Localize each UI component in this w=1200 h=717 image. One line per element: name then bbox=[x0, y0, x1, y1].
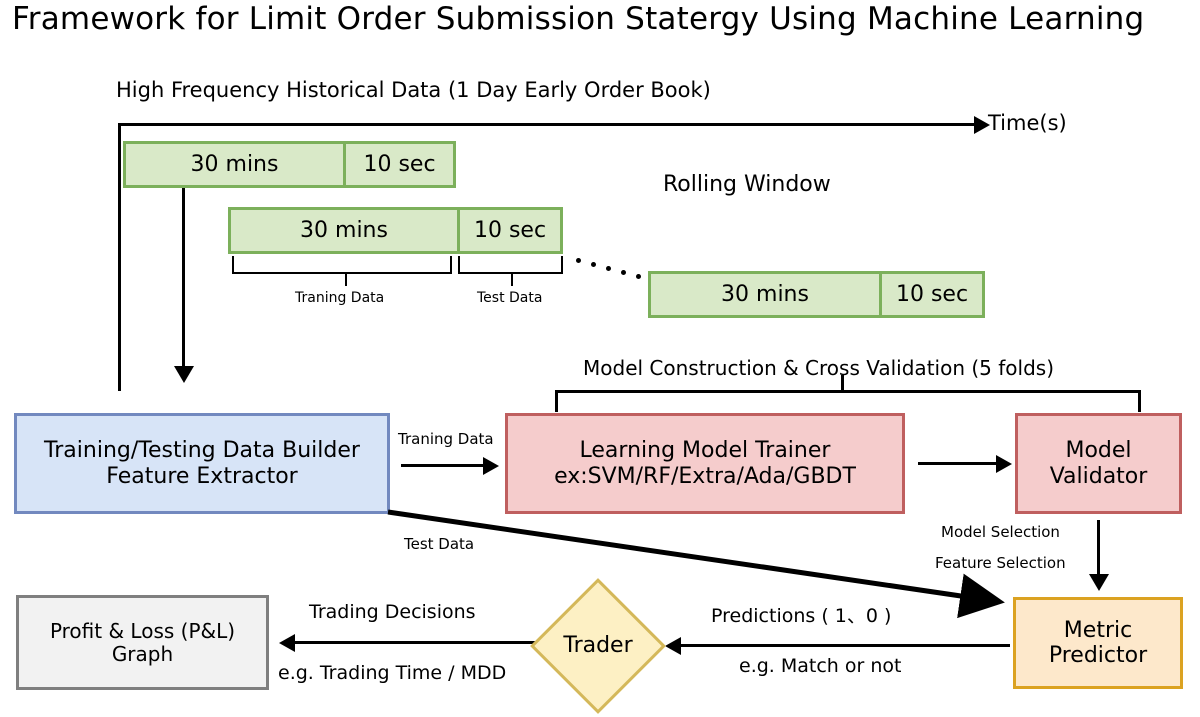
page-title: Framework for Limit Order Submission Sta… bbox=[12, 1, 1145, 37]
trainer-box-line-2: ex:SVM/RF/Extra/Ada/GBDT bbox=[554, 463, 856, 489]
cv-bracket-left-tick bbox=[555, 390, 558, 412]
builder-to-trainer-arrowhead bbox=[483, 457, 499, 475]
rolling-window-2: 30 mins 10 sec bbox=[228, 207, 563, 254]
test-data-diagonal-arrow bbox=[387, 509, 1005, 619]
time-axis-label: Time(s) bbox=[988, 111, 1067, 135]
validator-box-line-2: Validator bbox=[1049, 463, 1148, 489]
match-or-not-label: e.g. Match or not bbox=[739, 655, 902, 677]
training-testing-data-builder-box[interactable]: Training/Testing Data Builder Feature Ex… bbox=[14, 413, 390, 514]
metric-box-line-2: Predictor bbox=[1048, 643, 1148, 668]
validator-box-line-1: Model bbox=[1065, 438, 1132, 464]
window-2-test-cell: 10 sec bbox=[457, 210, 560, 251]
profit-loss-graph-box[interactable]: Profit & Loss (P&L) Graph bbox=[16, 595, 269, 690]
metric-to-trader-arrowhead bbox=[665, 637, 681, 655]
test-data-edge-label: Test Data bbox=[404, 535, 475, 553]
test-bracket-right-tick bbox=[561, 256, 563, 274]
trader-to-pl-line bbox=[295, 641, 540, 644]
window-1-train-cell: 30 mins bbox=[190, 152, 279, 177]
trading-time-mdd-label: e.g. Trading Time / MDD bbox=[278, 662, 507, 684]
test-bracket-span bbox=[458, 272, 563, 274]
test-bracket-left-tick bbox=[458, 256, 460, 274]
cross-validation-label: Model Construction & Cross Validation (5… bbox=[583, 356, 1054, 380]
timeline-to-builder-arrowhead bbox=[174, 366, 194, 383]
predictions-label: Predictions ( 1、0 ) bbox=[711, 605, 892, 627]
validator-to-metric-line bbox=[1097, 520, 1100, 576]
builder-box-line-2: Feature Extractor bbox=[106, 463, 298, 489]
trader-to-pl-arrowhead bbox=[279, 634, 295, 652]
trader-label: Trader bbox=[563, 633, 633, 659]
training-bracket-stem bbox=[345, 272, 347, 286]
cv-bracket-span bbox=[555, 390, 1141, 393]
time-axis-line bbox=[118, 123, 976, 126]
test-data-bracket-label: Test Data bbox=[477, 290, 543, 306]
cv-bracket-right-tick bbox=[1138, 390, 1141, 412]
window-1-test-cell: 10 sec bbox=[343, 144, 453, 185]
metric-to-trader-line bbox=[680, 644, 1010, 647]
window-3-test-cell: 10 sec bbox=[879, 274, 982, 315]
time-axis-arrowhead bbox=[974, 116, 990, 134]
training-bracket-span bbox=[232, 272, 452, 274]
time-axis-origin-line bbox=[118, 123, 121, 391]
builder-box-line-1: Training/Testing Data Builder bbox=[44, 438, 360, 464]
training-bracket-left-tick bbox=[232, 256, 234, 274]
window-3-train-cell: 30 mins bbox=[721, 282, 809, 307]
rolling-ellipsis-dots bbox=[576, 254, 646, 280]
builder-to-trainer-line bbox=[401, 464, 485, 467]
cv-bracket-stem bbox=[841, 375, 844, 391]
learning-model-trainer-box[interactable]: Learning Model Trainer ex:SVM/RF/Extra/A… bbox=[505, 413, 905, 514]
training-bracket-right-tick bbox=[450, 256, 452, 274]
test-bracket-stem bbox=[511, 272, 513, 286]
training-data-edge-label: Traning Data bbox=[398, 430, 494, 448]
pl-box-line-1: Profit & Loss (P&L) bbox=[49, 618, 236, 643]
trainer-to-validator-line bbox=[918, 462, 998, 465]
model-selection-label: Model Selection bbox=[941, 523, 1060, 541]
trainer-box-line-1: Learning Model Trainer bbox=[579, 438, 831, 464]
trainer-to-validator-arrowhead bbox=[996, 455, 1012, 473]
trading-decisions-label: Trading Decisions bbox=[309, 601, 476, 623]
window-2-train-cell: 30 mins bbox=[300, 218, 388, 243]
model-validator-box[interactable]: Model Validator bbox=[1015, 413, 1182, 514]
rolling-window-3: 30 mins 10 sec bbox=[648, 271, 985, 318]
pl-box-line-2: Graph bbox=[111, 641, 174, 666]
metric-predictor-box[interactable]: Metric Predictor bbox=[1013, 597, 1183, 689]
feature-selection-label: Feature Selection bbox=[935, 554, 1066, 572]
validator-to-metric-arrowhead bbox=[1089, 574, 1109, 591]
rolling-window-label: Rolling Window bbox=[663, 172, 831, 197]
historical-data-label: High Frequency Historical Data (1 Day Ea… bbox=[116, 78, 711, 102]
trader-node[interactable]: Trader bbox=[530, 578, 666, 714]
rolling-window-1: 30 mins 10 sec bbox=[123, 141, 456, 188]
training-data-bracket-label: Traning Data bbox=[295, 290, 385, 306]
metric-box-line-1: Metric bbox=[1063, 617, 1133, 643]
timeline-to-builder-line bbox=[182, 188, 185, 368]
